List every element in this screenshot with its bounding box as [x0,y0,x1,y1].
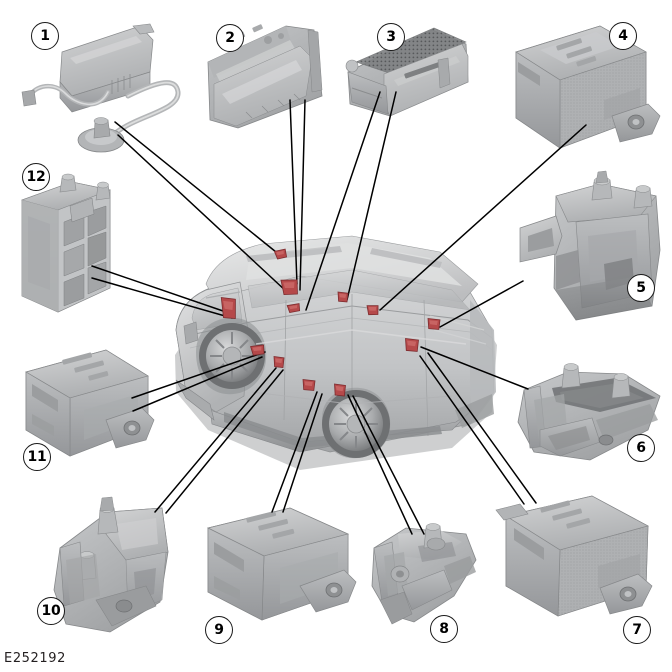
callout-10[interactable]: 10 [37,597,65,625]
callout-11[interactable]: 11 [23,443,51,471]
leader-9a [271,391,318,513]
callout-3-number: 3 [386,29,396,45]
leader-1a [114,121,277,253]
callout-7[interactable]: 7 [623,616,651,644]
callout-1[interactable]: 1 [31,22,59,50]
leader-2b [299,99,306,291]
wheel-rear [196,317,267,395]
marker-rocker-centre [302,379,316,391]
figure-id-label: E252192 [4,651,67,666]
callout-7-number: 7 [632,622,642,638]
part-9-control-module [206,507,357,621]
callout-9[interactable]: 9 [205,616,233,644]
marker-roof-antenna [273,248,288,260]
marker-instrument-panel [280,279,298,296]
part-10-door-latch [53,496,169,633]
callout-4[interactable]: 4 [609,22,637,50]
callout-4-number: 4 [618,28,628,44]
latch-studs-6 [561,363,631,399]
part-2-instrument-cluster [207,24,323,129]
callout-12-number: 12 [26,169,46,185]
part-1-telematics-module-and-antenna [21,23,181,153]
callout-11-number: 11 [27,449,47,465]
callout-10-number: 10 [41,603,61,619]
callout-2[interactable]: 2 [216,24,244,52]
part-7-junction-box [495,495,653,617]
latch-studs [591,170,653,209]
leader-5a [439,280,524,328]
callout-9-number: 9 [214,622,224,638]
callout-6[interactable]: 6 [627,434,655,462]
marker-head-unit [286,303,301,313]
leader-10b [165,369,284,514]
part-8-tailgate-latch [371,523,477,625]
leader-10a [154,367,277,513]
part-3-audio-head-unit [345,27,469,117]
part-11-control-module [25,349,155,457]
callout-6-number: 6 [636,440,646,456]
leader-2a [289,99,298,285]
callout-2-number: 2 [225,30,235,46]
callout-12[interactable]: 12 [22,163,50,191]
marker-sill-left [250,344,265,356]
leader-3a [305,91,381,311]
marker-front-door-left [220,297,236,320]
marker-rear-quarter [337,291,349,303]
leader-12b [91,277,233,319]
latch-studs-8 [423,523,446,551]
wheel-front [322,387,391,459]
leader-4a [379,124,587,311]
latch-studs-10 [77,496,119,581]
leader-7a [419,355,525,505]
callout-5[interactable]: 5 [627,274,655,302]
marker-b-post-left [273,356,285,368]
leader-8a [347,394,413,535]
marker-rear-pillar [366,305,379,316]
leader-7b [427,352,537,504]
marker-rear-door-right [405,338,419,352]
leader-9b [282,393,323,513]
callout-8[interactable]: 8 [430,615,458,643]
leader-11b [132,356,263,412]
leader-8b [352,395,425,535]
callout-1-number: 1 [40,28,50,44]
leader-11a [131,351,266,399]
part-12-fuse-box [21,173,112,313]
leader-3b [346,91,397,301]
part-6-door-latch [517,363,661,461]
marker-floor-centre [334,383,346,397]
callout-5-number: 5 [636,280,646,296]
callout-3[interactable]: 3 [377,23,405,51]
callout-8-number: 8 [439,621,449,637]
marker-d-post [427,318,441,330]
leader-12a [91,265,227,313]
leader-1b [117,134,288,293]
leader-6a [420,346,529,390]
